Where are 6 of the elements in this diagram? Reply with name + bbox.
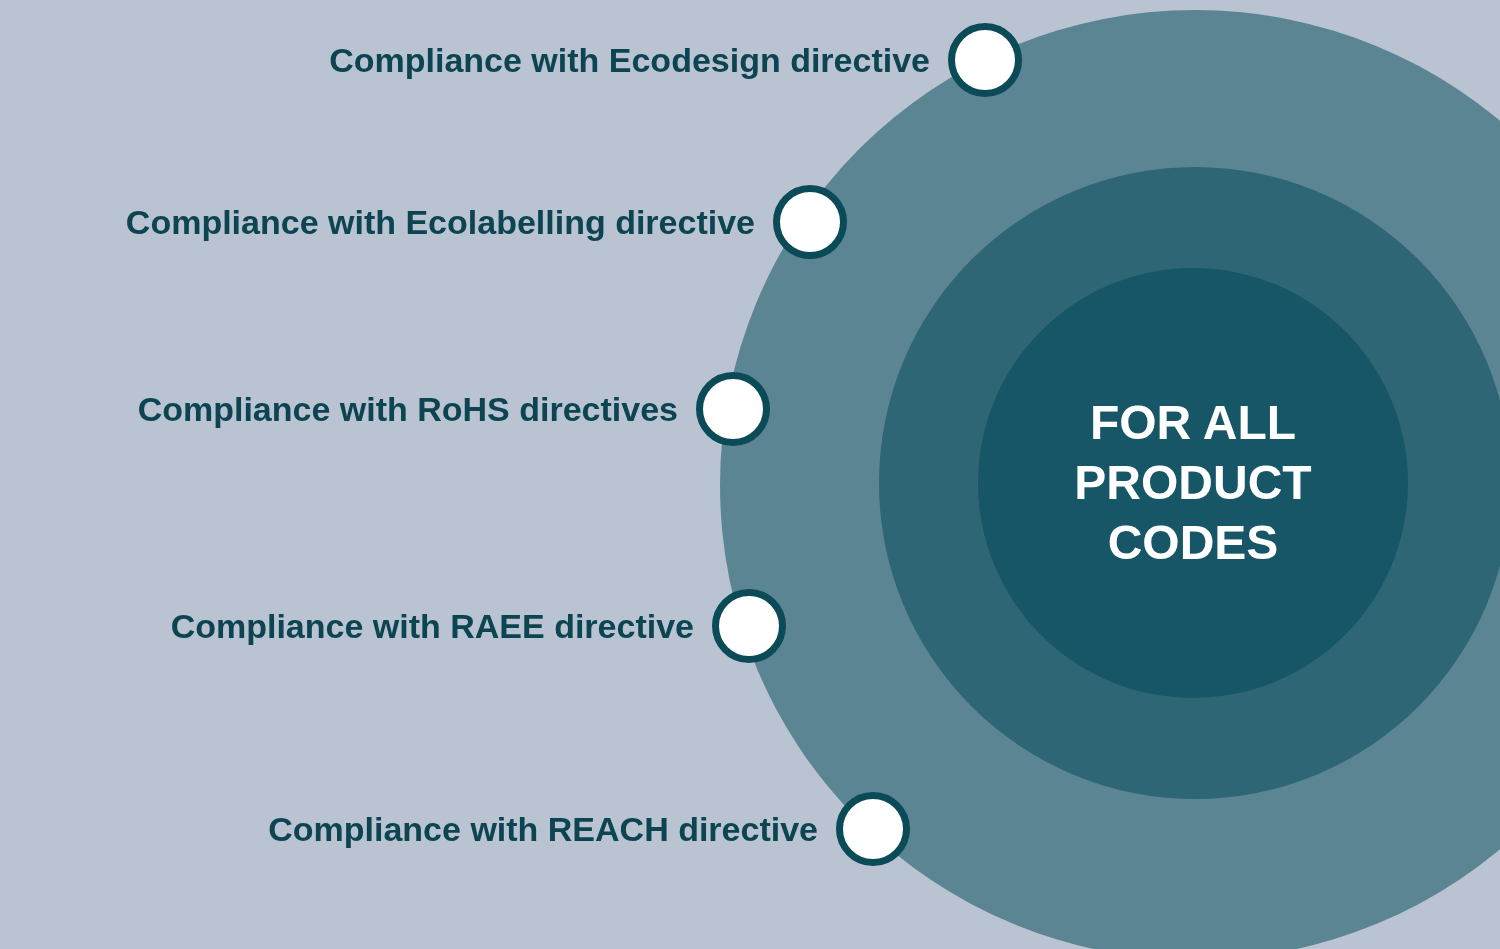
item-label: Compliance with Ecodesign directive bbox=[329, 40, 930, 80]
item-label: Compliance with REACH directive bbox=[268, 809, 818, 849]
item-label: Compliance with RoHS directives bbox=[137, 389, 678, 429]
item-label: Compliance with RAEE directive bbox=[170, 606, 694, 646]
center-label: FOR ALL PRODUCT CODES bbox=[1073, 395, 1313, 571]
item-label: Compliance with Ecolabelling directive bbox=[125, 202, 755, 242]
